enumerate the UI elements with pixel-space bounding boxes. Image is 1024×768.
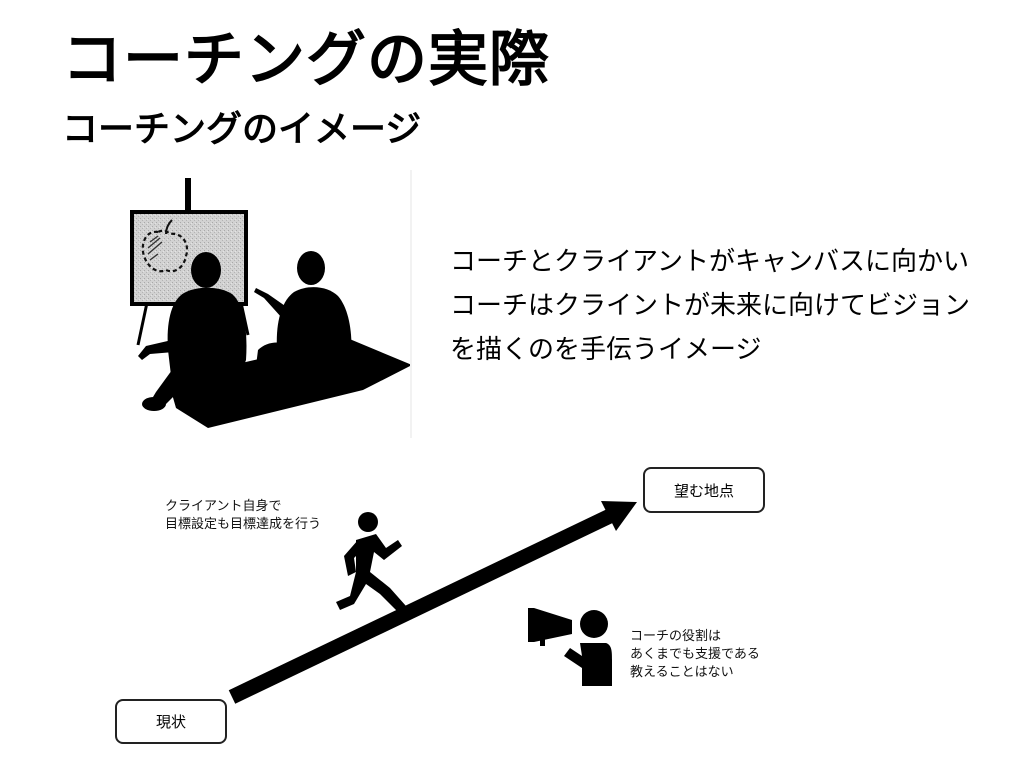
description-line-3: を描くのを手伝うイメージ: [450, 335, 762, 365]
slide-title: コーチングの実際: [62, 25, 550, 95]
client-silhouette: [138, 252, 247, 411]
coach-note-line-1: コーチの役割は: [630, 629, 722, 644]
coach-note: コーチの役割は あくまでも支援である 教えることはない: [630, 628, 760, 682]
megaphone-person-icon: [528, 608, 612, 686]
running-person-icon: [336, 512, 406, 612]
canvas-board: [130, 210, 248, 306]
progress-arrow: [228, 501, 637, 704]
client-note-line-2: 目標設定も目標達成を行う: [165, 517, 322, 532]
slide-subtitle: コーチングのイメージ: [62, 109, 422, 150]
description: コーチとクライアントがキャンバスに向かい コーチはクライントが未来に向けてビジョ…: [450, 240, 1020, 372]
coaching-illustration: [130, 170, 412, 438]
progress-diagram: [228, 501, 637, 704]
client-note-line-1: クライアント自身で: [165, 499, 282, 514]
client-note: クライアント自身で 目標設定も目標達成を行う: [165, 498, 321, 534]
coach-silhouette: [254, 251, 352, 396]
goal-box: 望む地点: [643, 467, 765, 513]
description-line-2: コーチはクライントが未来に向けてビジョン: [450, 291, 971, 321]
apple-sketch: [141, 229, 189, 273]
description-line-1: コーチとクライアントがキャンバスに向かい: [450, 247, 969, 277]
current-box: 現状: [115, 699, 227, 744]
coach-note-line-3: 教えることはない: [630, 665, 734, 680]
coach-note-line-2: あくまでも支援である: [630, 647, 760, 662]
